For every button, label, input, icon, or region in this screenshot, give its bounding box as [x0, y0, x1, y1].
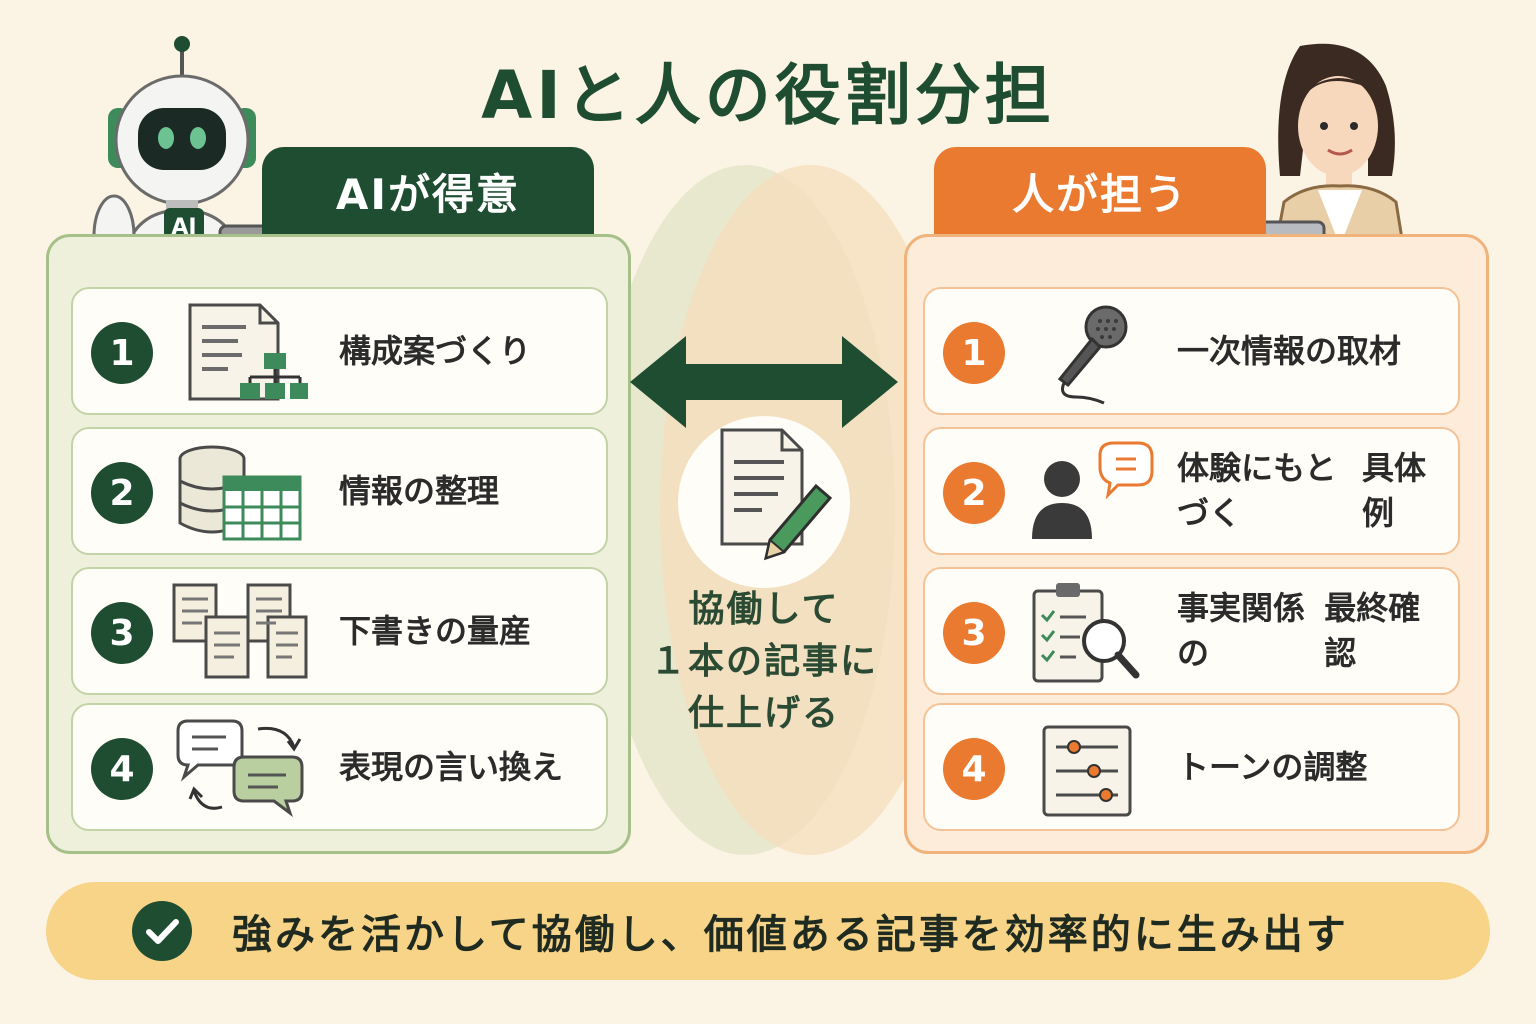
- document-flowchart-icon: [188, 303, 308, 401]
- ai-item-3-label: 下書きの量産: [339, 611, 532, 650]
- human-item-4-number: 4: [943, 738, 1005, 800]
- checklist-magnifier-icon: [1032, 583, 1140, 683]
- ai-item-4-number: 4: [91, 738, 153, 800]
- ai-item-1-label: 構成案づくり: [339, 331, 532, 370]
- summary-banner: 強みを活かして協働し、価値ある記事を効率的に生み出す: [46, 882, 1490, 980]
- human-item-3-number: 3: [943, 602, 1005, 664]
- document-pencil-icon: [720, 428, 833, 561]
- database-table-icon: [178, 445, 302, 541]
- human-item-4-label: トーンの調整: [1177, 747, 1368, 786]
- collaboration-message: 協働して １本の記事に 仕上げる: [649, 589, 878, 735]
- human-item-1: 1 一次情報の取材: [923, 287, 1460, 415]
- ai-item-3: 3 下書きの量産: [71, 567, 608, 695]
- ai-strength-panel: 1 構成案づくり 2 情報の整理: [46, 234, 631, 854]
- ai-item-3-number: 3: [91, 602, 153, 664]
- human-role-panel: 1 一次情報の取材 2 体験にもとづく 具体例 3: [904, 234, 1489, 854]
- microphone-icon: [1057, 305, 1128, 405]
- document-pencil-circle: [678, 416, 850, 588]
- check-icon: [132, 901, 192, 961]
- ai-item-4: 4 表現の言い換え: [71, 703, 608, 831]
- human-role-tab: 人が担う: [934, 147, 1266, 235]
- human-item-2: 2 体験にもとづく 具体例: [923, 427, 1460, 555]
- human-item-1-number: 1: [943, 322, 1005, 384]
- sliders-icon: [1042, 725, 1132, 817]
- human-item-3-label: 事実関係の 最終確認: [1177, 589, 1421, 672]
- ai-item-2-label: 情報の整理: [339, 471, 500, 510]
- double-arrow-icon: [630, 336, 898, 428]
- human-item-2-label: 体験にもとづく 具体例: [1177, 449, 1427, 532]
- ai-item-2-number: 2: [91, 462, 153, 524]
- human-item-2-number: 2: [943, 462, 1005, 524]
- ai-item-4-label: 表現の言い換え: [339, 747, 564, 786]
- human-item-4: 4 トーンの調整: [923, 703, 1460, 831]
- person-speech-icon: [1032, 441, 1154, 539]
- summary-text: 強みを活かして協働し、価値ある記事を効率的に生み出す: [232, 912, 1349, 958]
- ai-item-1: 1 構成案づくり: [71, 287, 608, 415]
- human-item-3: 3 事実関係の 最終確認: [923, 567, 1460, 695]
- ai-item-2: 2 情報の整理: [71, 427, 608, 555]
- multiple-documents-icon: [172, 583, 308, 679]
- page-title: AIと人の役割分担: [481, 57, 1055, 134]
- ai-item-1-number: 1: [91, 322, 153, 384]
- human-item-1-label: 一次情報の取材: [1177, 331, 1402, 370]
- ai-strength-tab: AIが得意: [262, 147, 594, 235]
- rephrase-speech-bubbles-icon: [176, 719, 304, 818]
